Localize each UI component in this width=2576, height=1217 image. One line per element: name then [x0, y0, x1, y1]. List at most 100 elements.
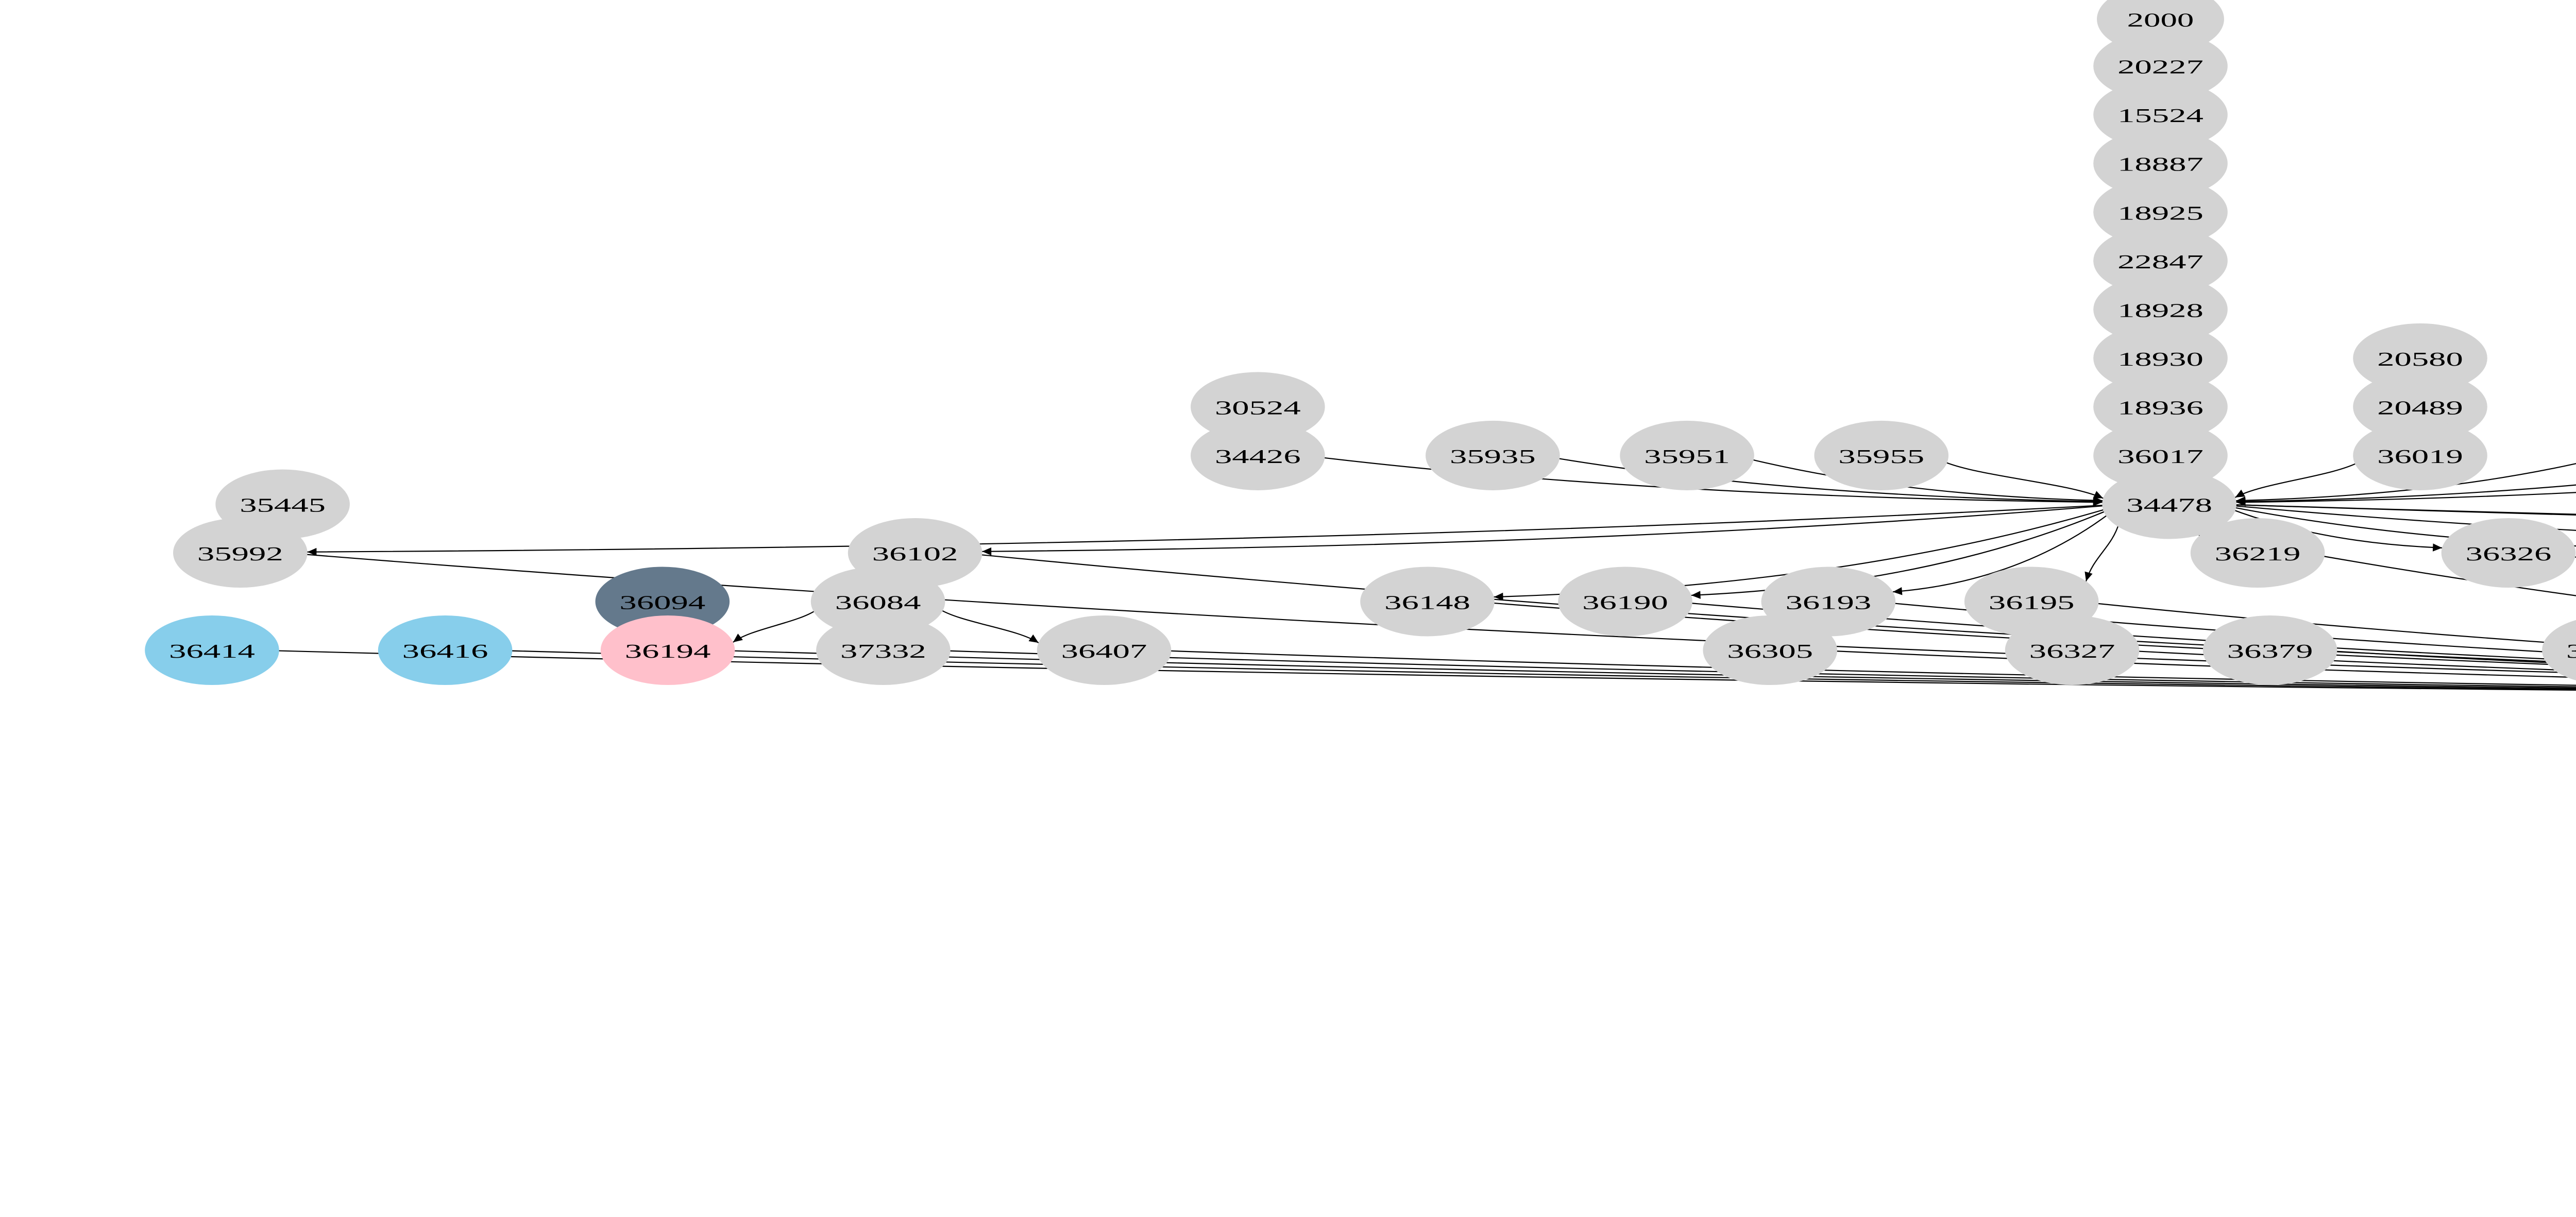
- edge-arrowhead: [2235, 489, 2245, 498]
- node-label: 18887: [2117, 153, 2204, 176]
- graph-node[interactable]: 35992: [173, 518, 308, 588]
- graph-node[interactable]: 36195: [1964, 567, 2099, 637]
- graph-edge: [1893, 513, 2110, 592]
- node-label: 36148: [1384, 592, 1470, 614]
- graph-edge: [2236, 459, 2576, 501]
- graph-node[interactable]: 18928: [2093, 275, 2228, 345]
- node-label: 15524: [2117, 105, 2204, 127]
- graph-node[interactable]: 36414: [145, 615, 279, 685]
- node-label: 36326: [2466, 543, 2552, 565]
- node-ellipse[interactable]: [1191, 372, 1325, 442]
- edge-arrowhead: [1028, 634, 1039, 643]
- graph-edge: [1749, 459, 2103, 501]
- graph-node[interactable]: 35955: [1814, 420, 1949, 490]
- node-ellipse[interactable]: [1558, 567, 1692, 637]
- graph-node[interactable]: 20580: [2353, 323, 2487, 393]
- node-ellipse[interactable]: [1703, 615, 1837, 685]
- graph-node[interactable]: 35951: [1620, 420, 1754, 490]
- graph-node[interactable]: 36190: [1558, 567, 1692, 637]
- node-label: 36084: [835, 592, 921, 614]
- edge-arrowhead: [307, 547, 317, 556]
- edge-arrowhead: [1691, 591, 1701, 599]
- node-label: 36327: [2029, 640, 2115, 662]
- node-label: 36017: [2117, 445, 2204, 468]
- graph-edge: [938, 608, 1039, 643]
- node-ellipse[interactable]: [1191, 420, 1325, 490]
- node-ellipse[interactable]: [2093, 80, 2228, 150]
- node-ellipse[interactable]: [1426, 420, 1560, 490]
- node-ellipse[interactable]: [2093, 372, 2228, 442]
- node-ellipse[interactable]: [2353, 372, 2487, 442]
- graph-node[interactable]: 36379: [2202, 615, 2337, 685]
- graph-node[interactable]: 36194: [600, 615, 735, 685]
- edge-arrowhead: [1494, 592, 1503, 601]
- node-label: 36416: [402, 640, 488, 662]
- node-label: 36414: [169, 640, 255, 662]
- node-label: 20489: [2377, 397, 2463, 419]
- node-ellipse[interactable]: [2542, 615, 2576, 685]
- edge-arrowhead: [2084, 571, 2093, 581]
- node-ellipse[interactable]: [173, 518, 308, 588]
- graph-node[interactable]: 15524: [2093, 80, 2228, 150]
- node-ellipse[interactable]: [2093, 128, 2228, 198]
- node-label: 36190: [1582, 592, 1668, 614]
- graph-node[interactable]: 34478: [2102, 469, 2236, 539]
- graph-edge: [2134, 651, 2576, 698]
- node-ellipse[interactable]: [378, 615, 513, 685]
- edge-arrowhead: [2236, 498, 2246, 506]
- graph-node[interactable]: 36416: [378, 615, 513, 685]
- node-ellipse[interactable]: [2093, 226, 2228, 296]
- graph-node[interactable]: 36148: [1360, 567, 1495, 637]
- node-ellipse[interactable]: [2005, 615, 2140, 685]
- node-ellipse[interactable]: [600, 615, 735, 685]
- graph-node[interactable]: 35935: [1426, 420, 1560, 490]
- graph-edge: [945, 650, 2576, 698]
- edge-arrowhead: [733, 633, 743, 643]
- graph-node[interactable]: 36219: [2190, 518, 2325, 588]
- node-ellipse[interactable]: [2093, 31, 2228, 101]
- node-label: 22847: [2117, 251, 2204, 273]
- graph-node[interactable]: 34426: [1191, 420, 1325, 490]
- node-label: 36305: [1727, 640, 1813, 662]
- node-label: 36094: [619, 592, 705, 614]
- graph-node[interactable]: 36628: [2542, 615, 2576, 685]
- graph-node[interactable]: 36305: [1703, 615, 1837, 685]
- node-ellipse[interactable]: [1814, 420, 1949, 490]
- node-ellipse[interactable]: [145, 615, 279, 685]
- graph-node[interactable]: 36326: [2441, 518, 2576, 588]
- node-label: 36102: [872, 543, 958, 565]
- graph-node[interactable]: 37332: [816, 615, 951, 685]
- node-ellipse[interactable]: [1360, 567, 1495, 637]
- graph-node[interactable]: 30524: [1191, 372, 1325, 442]
- node-label: 36194: [625, 640, 711, 662]
- node-ellipse[interactable]: [2102, 469, 2236, 539]
- node-ellipse[interactable]: [2093, 323, 2228, 393]
- graph-edge: [2231, 506, 2576, 552]
- node-label: 36628: [2566, 640, 2576, 662]
- graph-node[interactable]: 18887: [2093, 128, 2228, 198]
- node-ellipse[interactable]: [1620, 420, 1754, 490]
- node-ellipse[interactable]: [2093, 177, 2228, 247]
- node-ellipse[interactable]: [816, 615, 951, 685]
- node-ellipse[interactable]: [2353, 420, 2487, 490]
- node-ellipse[interactable]: [2441, 518, 2576, 588]
- edge-arrowhead: [2093, 491, 2104, 499]
- graph-node[interactable]: 22847: [2093, 226, 2228, 296]
- graph-node[interactable]: 18925: [2093, 177, 2228, 247]
- node-ellipse[interactable]: [2202, 615, 2337, 685]
- node-ellipse[interactable]: [2093, 275, 2228, 345]
- node-ellipse[interactable]: [1037, 615, 1172, 685]
- node-ellipse[interactable]: [2190, 518, 2325, 588]
- graph-node[interactable]: 18936: [2093, 372, 2228, 442]
- graph-node[interactable]: 36327: [2005, 615, 2140, 685]
- graph-node[interactable]: 20489: [2353, 372, 2487, 442]
- graph-edge: [308, 505, 2108, 552]
- graph-node[interactable]: 36019: [2353, 420, 2487, 490]
- graph-node[interactable]: 36407: [1037, 615, 1172, 685]
- graph-node[interactable]: 18930: [2093, 323, 2228, 393]
- node-ellipse[interactable]: [2353, 323, 2487, 393]
- graph-node[interactable]: 20227: [2093, 31, 2228, 101]
